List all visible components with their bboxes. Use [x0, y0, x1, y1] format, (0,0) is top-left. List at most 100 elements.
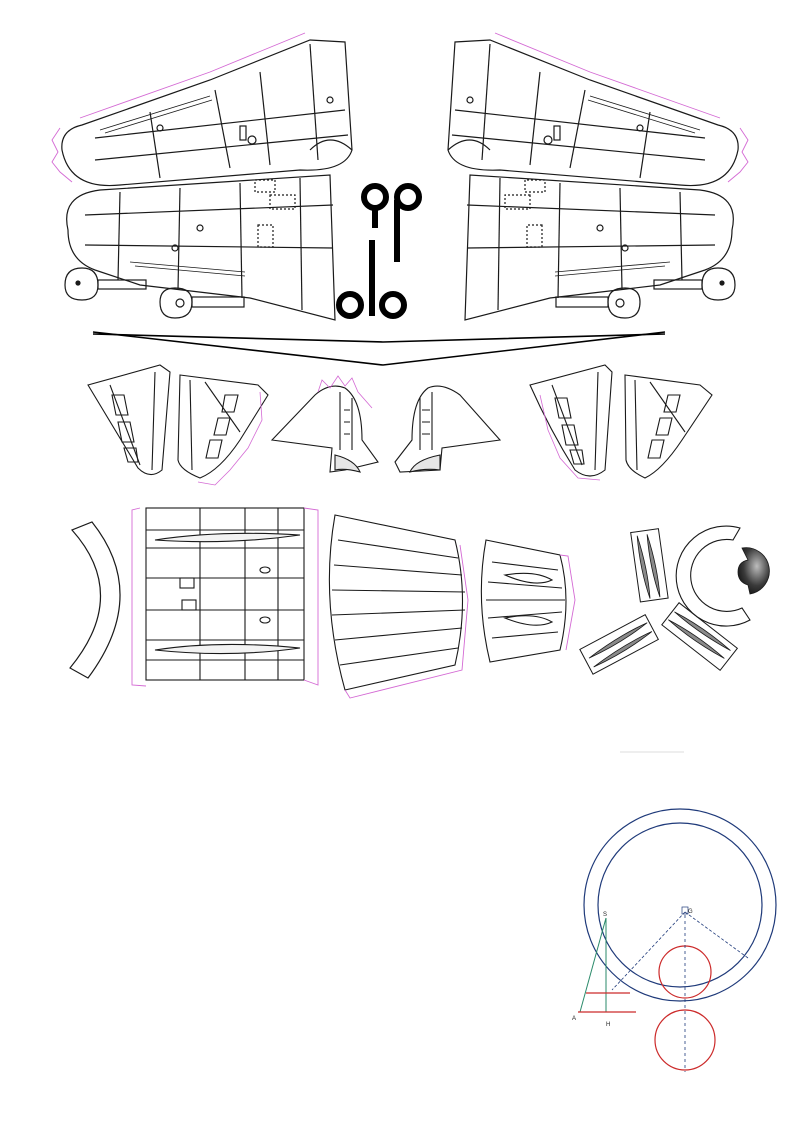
- panel-line: [451, 134, 706, 161]
- right-wing-glue-tab-top: [494, 32, 721, 119]
- small-circle-bottom: [654, 1009, 716, 1071]
- root-fairing: [447, 139, 491, 151]
- left-wing-glue-tab-top: [79, 32, 306, 119]
- panel-line: [679, 191, 683, 281]
- hatch: [526, 224, 543, 248]
- left-wing-glue-tab-tip: [51, 127, 73, 183]
- right-wing-lower-outline: [464, 174, 734, 321]
- fin-ribs: [422, 409, 430, 435]
- right-stabilizer-lower: [624, 374, 713, 479]
- fins: [270, 375, 502, 473]
- panel-line: [259, 71, 271, 166]
- propeller-blade-2: [579, 614, 660, 675]
- outer-circle: [583, 808, 777, 1002]
- label-g: G: [688, 909, 693, 915]
- left-stabilizers: [87, 364, 269, 486]
- panel-line: [94, 109, 346, 139]
- fuselage-panel: [131, 507, 319, 687]
- hatch: [504, 194, 531, 210]
- aileron-slots: [129, 261, 246, 277]
- strut-right-1: [653, 279, 703, 290]
- hatch: [257, 224, 274, 248]
- panel-line: [214, 89, 231, 169]
- panel-line: [639, 111, 651, 179]
- left-stabilizer-upper: [87, 364, 171, 476]
- strut-right-2: [555, 296, 609, 308]
- construction-ray-right: [684, 911, 749, 959]
- left-fin: [270, 385, 379, 473]
- root-fairing: [309, 139, 353, 151]
- stabilizer-glue-tab: [539, 394, 601, 481]
- left-wheel-struts: [64, 267, 245, 319]
- propeller-blade-1: [630, 528, 669, 603]
- cowl-sections: [328, 514, 576, 699]
- hatch: [179, 577, 195, 589]
- flap-slots: [587, 95, 701, 134]
- panel-line: [94, 134, 349, 161]
- left-wing-lower-outline: [66, 174, 336, 321]
- cowl-vents: [503, 572, 554, 626]
- panel-line: [331, 589, 466, 593]
- panel-line: [649, 381, 686, 433]
- rivet-hole: [196, 224, 204, 232]
- rivet-hole: [247, 135, 257, 145]
- panel-line: [334, 627, 463, 641]
- construction-ray-left: [611, 911, 686, 991]
- rivet-hole: [596, 224, 604, 232]
- right-stabilizers: [529, 364, 713, 481]
- panel-line: [109, 384, 141, 466]
- rivet-hole: [636, 124, 644, 132]
- arrow-wedge-bottom: [92, 333, 666, 343]
- axle-hole: [719, 280, 725, 286]
- rivet-hole: [543, 135, 553, 145]
- strut-left-2: [191, 296, 245, 308]
- rivet-hole: [621, 244, 629, 252]
- nose-ring: [69, 521, 121, 679]
- cowl-section-2: [480, 539, 567, 663]
- fin-root: [409, 454, 441, 473]
- panel-line: [337, 539, 459, 559]
- rib-cutouts: [111, 394, 139, 463]
- panel-line: [594, 371, 599, 471]
- inner-circle: [597, 822, 763, 988]
- cowl-glue-tab: [559, 554, 576, 651]
- right-wing-glue-tab-tip: [727, 127, 749, 183]
- strut-left-1: [97, 279, 147, 290]
- panel-line: [151, 371, 156, 471]
- panel-line: [497, 177, 501, 311]
- axle-hole: [175, 298, 185, 308]
- left-wing-upper-outline: [61, 39, 353, 187]
- aileron-slots: [554, 261, 671, 277]
- panel-line: [331, 609, 466, 616]
- panel-line: [557, 182, 561, 299]
- left-stabilizer-lower: [177, 374, 269, 479]
- label-a: A: [572, 1016, 576, 1022]
- insignia-logo: [336, 183, 422, 319]
- right-wing: [447, 32, 749, 321]
- insignia-circle-1: [361, 183, 389, 211]
- arrow-wedge-top: [92, 331, 666, 366]
- left-wing: [51, 32, 353, 321]
- wheel-hub-right-1: [701, 267, 736, 301]
- rivet-hole: [171, 244, 179, 252]
- panel-line: [149, 111, 161, 179]
- panel-line: [84, 204, 334, 216]
- panel-line: [454, 109, 706, 139]
- panel-line: [339, 647, 459, 666]
- insignia-circle-3: [336, 291, 364, 319]
- panel-line: [84, 244, 334, 249]
- cowl-lines: [486, 561, 565, 639]
- rivet-hole: [326, 96, 334, 104]
- gun-port: [553, 125, 561, 141]
- label-s: S: [603, 912, 607, 918]
- hatch: [181, 599, 197, 611]
- cowl-glue-tab: [344, 544, 469, 699]
- exhaust-fairing: [154, 643, 301, 655]
- propeller-blade-3: [661, 602, 739, 672]
- propeller-parts: [579, 525, 770, 675]
- panel-line: [481, 43, 491, 161]
- assembly-arrow: [92, 331, 666, 366]
- rib-cutouts: [205, 394, 239, 459]
- exhaust-fairing: [154, 532, 301, 543]
